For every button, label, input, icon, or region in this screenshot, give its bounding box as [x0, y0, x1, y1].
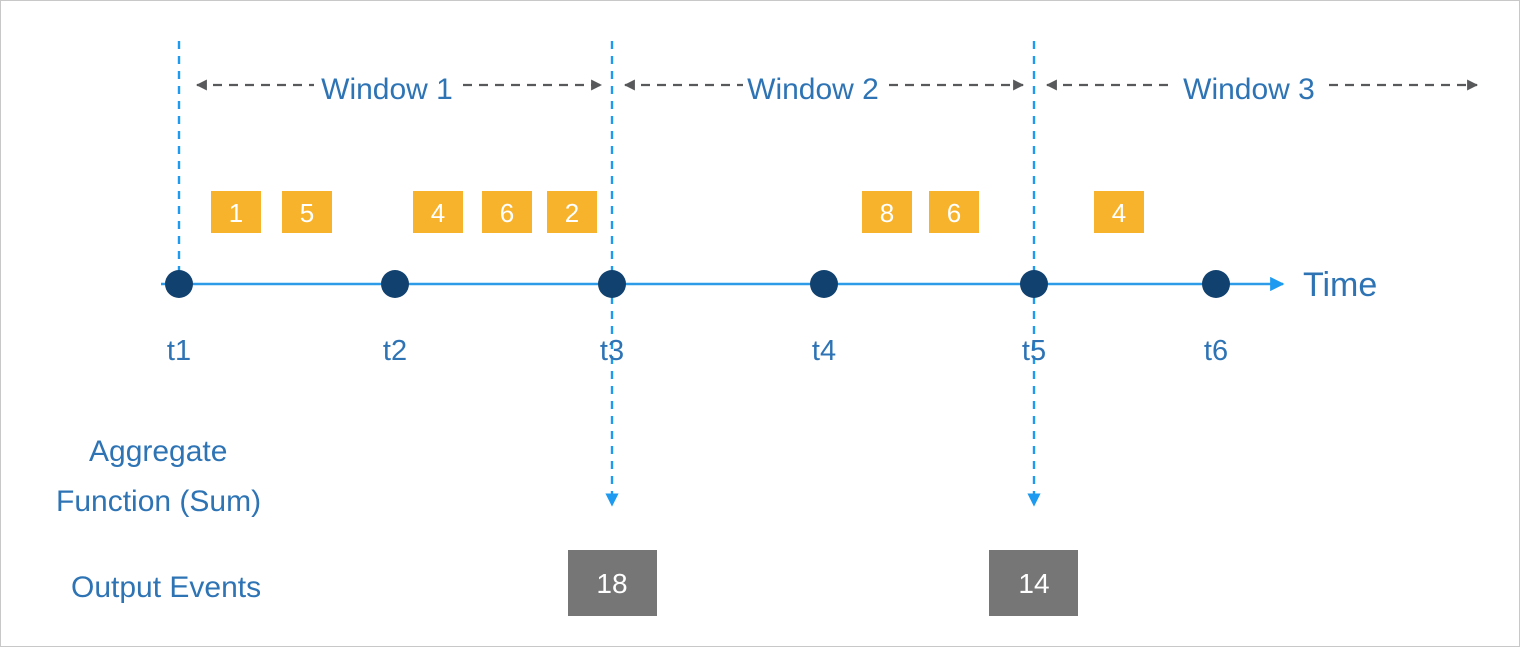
- event-3-value: 4: [431, 198, 445, 228]
- timeline-dot-t6[interactable]: [1202, 270, 1230, 298]
- event-8-rect[interactable]: [1094, 191, 1144, 233]
- event-1-value: 1: [229, 198, 243, 228]
- time-label-t5: t5: [1022, 335, 1046, 367]
- event-5-value: 2: [565, 198, 579, 228]
- input-event-box[interactable]: 1: [211, 191, 261, 233]
- input-event-box[interactable]: 5: [282, 191, 332, 233]
- time-label-t4: t4: [812, 335, 836, 367]
- event-7-rect[interactable]: [929, 191, 979, 233]
- input-event-box[interactable]: 2: [547, 191, 597, 233]
- event-1-rect[interactable]: [211, 191, 261, 233]
- event-6-value: 8: [880, 198, 894, 228]
- output-event-box[interactable]: 14: [989, 550, 1078, 616]
- aggregate-function-label-line1: Aggregate: [89, 435, 227, 468]
- window-2-label: Window 2: [747, 73, 879, 106]
- input-event-box[interactable]: 4: [1094, 191, 1144, 233]
- input-events-group: 1 5 4 6 2 8: [211, 191, 1144, 233]
- window-2-header: Window 2: [623, 73, 1025, 106]
- time-label-t6: t6: [1204, 335, 1228, 367]
- timeline-dot-t3[interactable]: [598, 270, 626, 298]
- event-8-value: 4: [1112, 198, 1126, 228]
- time-label-t3: t3: [600, 335, 624, 367]
- event-4-rect[interactable]: [482, 191, 532, 233]
- timeline-dot-t4[interactable]: [810, 270, 838, 298]
- window-3-header: Window 3: [1045, 73, 1479, 106]
- timeline-dot-t2[interactable]: [381, 270, 409, 298]
- time-labels-group: t1 t2 t3 t4 t5 t6: [167, 335, 1228, 367]
- event-7-value: 6: [947, 198, 961, 228]
- output-event-box[interactable]: 18: [568, 550, 657, 616]
- event-4-value: 6: [500, 198, 514, 228]
- timeline-dot-t5[interactable]: [1020, 270, 1048, 298]
- output-t3-rect[interactable]: [568, 550, 657, 616]
- event-5-rect[interactable]: [547, 191, 597, 233]
- input-event-box[interactable]: 8: [862, 191, 912, 233]
- input-event-box[interactable]: 4: [413, 191, 463, 233]
- window-1-label: Window 1: [321, 73, 453, 106]
- time-axis-group: Time: [161, 266, 1377, 304]
- output-events-label: Output Events: [71, 571, 261, 604]
- input-event-box[interactable]: 6: [929, 191, 979, 233]
- window-1-header: Window 1: [195, 73, 603, 106]
- event-2-value: 5: [300, 198, 314, 228]
- side-labels-group: Aggregate Function (Sum) Output Events: [56, 435, 261, 604]
- output-t5-rect[interactable]: [989, 550, 1078, 616]
- timeline-dot-t1[interactable]: [165, 270, 193, 298]
- output-t3-value: 18: [596, 568, 627, 599]
- event-6-rect[interactable]: [862, 191, 912, 233]
- event-2-rect[interactable]: [282, 191, 332, 233]
- event-3-rect[interactable]: [413, 191, 463, 233]
- time-axis-label: Time: [1303, 266, 1377, 304]
- time-label-t2: t2: [383, 335, 407, 367]
- window-headers-group: Window 1 Window 2 Window 3: [195, 73, 1479, 106]
- input-event-box[interactable]: 6: [482, 191, 532, 233]
- output-t5-value: 14: [1018, 568, 1049, 599]
- aggregate-function-label-line2: Function (Sum): [56, 485, 261, 518]
- time-label-t1: t1: [167, 335, 191, 367]
- window-3-label: Window 3: [1183, 73, 1315, 106]
- output-events-group: 18 14: [568, 550, 1078, 616]
